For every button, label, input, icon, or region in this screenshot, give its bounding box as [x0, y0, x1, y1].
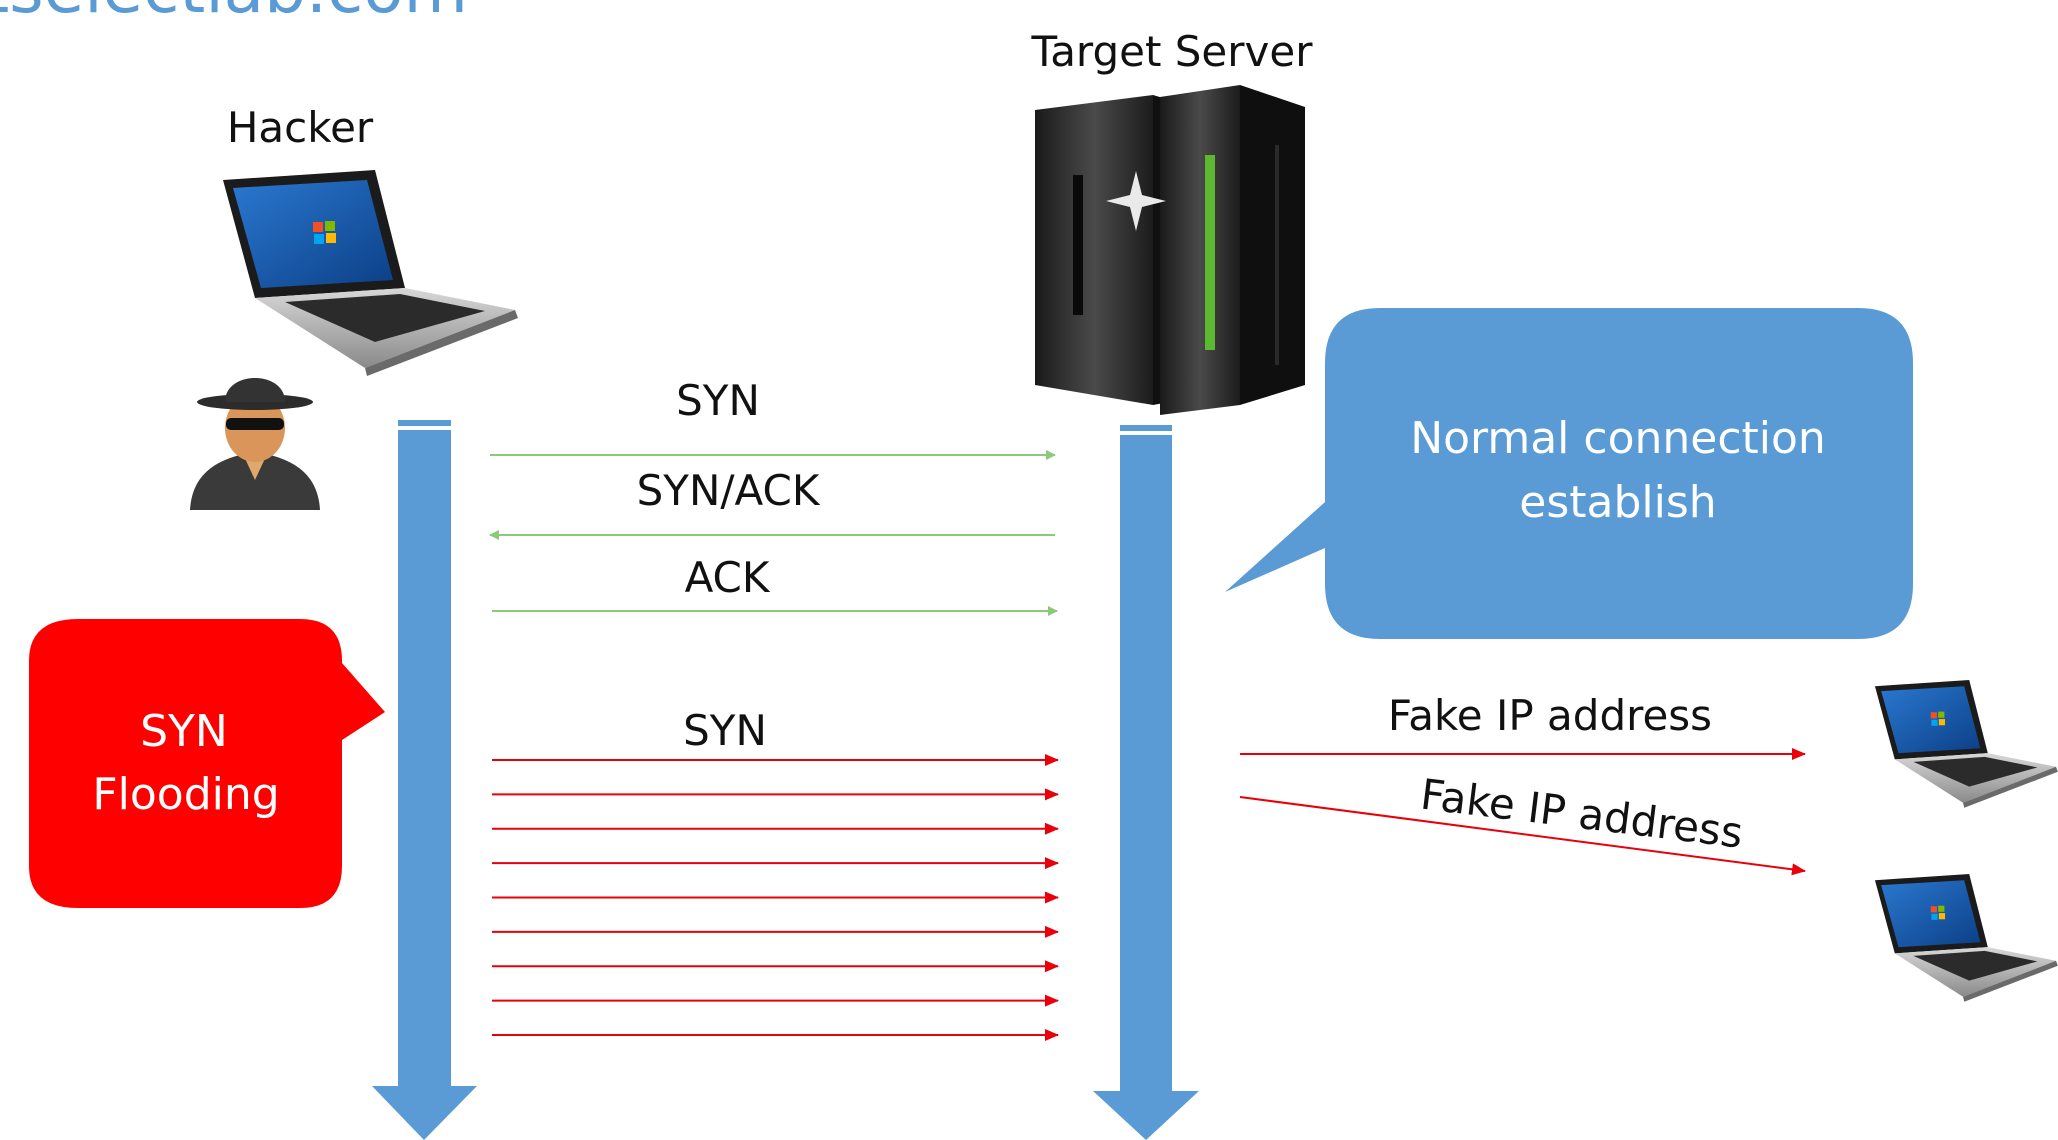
ack-label: ACK: [685, 553, 771, 602]
server-label: Target Server: [1030, 27, 1313, 76]
laptop-icon: [223, 170, 518, 376]
fake-ip-arrow-2: [1239, 796, 1806, 876]
flood-line-1: SYN: [140, 706, 228, 757]
normal-connection-callout: Normal connection establish: [1225, 308, 1913, 639]
callout-line-2: establish: [1519, 477, 1716, 528]
server-icon: [1035, 85, 1305, 415]
hacker-timeline: [372, 420, 477, 1140]
laptop-icon: [1874, 680, 2058, 808]
syn-ack-label: SYN/ACK: [637, 466, 821, 515]
fake-ip-label-1: Fake IP address: [1388, 691, 1712, 740]
syn-label: SYN: [676, 376, 760, 425]
laptop-icon: [1874, 874, 2058, 1002]
fake-ip-label-2: Fake IP address: [1418, 770, 1746, 858]
watermark-text: itselectlab.com: [0, 0, 468, 28]
flood-line-2: Flooding: [92, 769, 279, 820]
server-timeline: [1093, 425, 1199, 1140]
syn-flooding-callout: SYN Flooding: [29, 619, 385, 908]
hacker-label: Hacker: [227, 103, 374, 152]
callout-line-1: Normal connection: [1410, 413, 1826, 464]
hacker-icon: [190, 378, 320, 510]
flood-arrows: [492, 754, 1059, 1041]
flood-syn-label: SYN: [683, 706, 767, 755]
